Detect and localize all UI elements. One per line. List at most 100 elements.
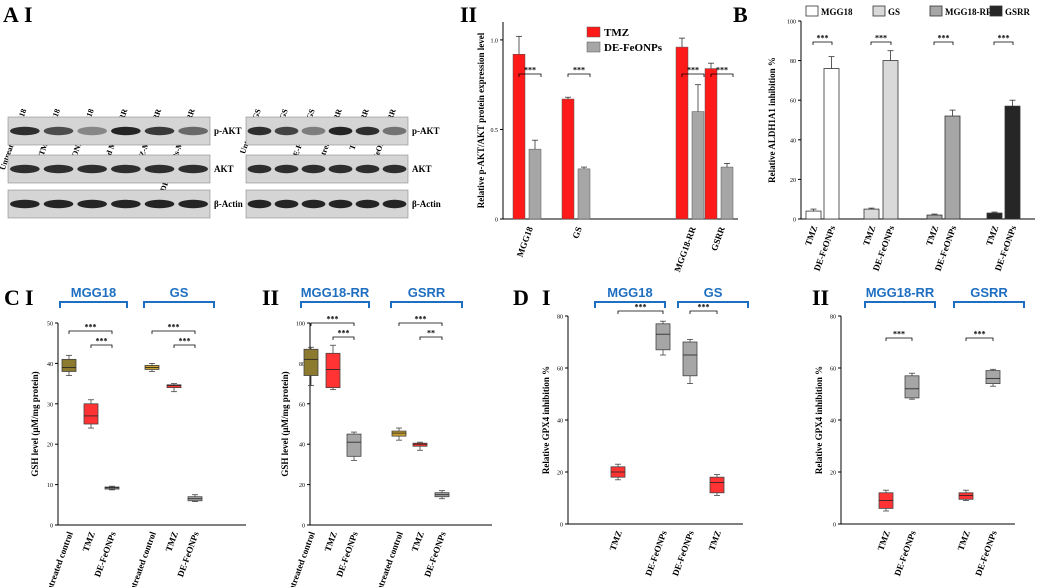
blot-band (247, 199, 272, 209)
bar (805, 210, 822, 220)
bar (926, 214, 943, 220)
significance-bracket (419, 336, 443, 340)
y-tick-label: 40 (790, 138, 796, 144)
x-tick-label: DE-FeONPs (334, 530, 360, 579)
bar (944, 115, 961, 220)
panel-numeral-a-i: I (24, 2, 33, 27)
y-tick-label: 0 (560, 523, 563, 529)
y-tick-label: 20 (557, 471, 563, 477)
blot-band (301, 126, 326, 136)
group-header: MGG18 (607, 285, 653, 300)
y-tick-label: 20 (830, 471, 836, 477)
legend-label: GS (888, 7, 900, 17)
significance-bracket (567, 73, 591, 77)
y-tick-label: 0 (495, 218, 498, 224)
legend-label: GSRR (1005, 7, 1031, 17)
significance-label: *** (875, 34, 887, 43)
legend-swatch (929, 5, 943, 17)
y-tick-label: 80 (790, 59, 796, 65)
blot-band (144, 164, 175, 174)
blot-band (301, 164, 326, 174)
x-tick-label: GSRR (709, 225, 727, 252)
x-tick-label: TMZ (409, 530, 425, 553)
y-tick-label: 0 (302, 524, 305, 530)
box (682, 341, 698, 377)
y-tick-label: 30 (47, 402, 53, 408)
legend-label: TMZ (604, 27, 629, 39)
x-tick-label: DE-FeONPs (892, 529, 918, 578)
legend-swatch (872, 5, 886, 17)
blot-band (355, 199, 380, 209)
panel-numeral-a-ii: II (460, 2, 477, 27)
box (709, 476, 725, 494)
significance-label: *** (524, 66, 536, 75)
y-tick-label: 80 (830, 315, 836, 321)
significance-bracket (812, 41, 833, 45)
blot-strip (245, 189, 409, 219)
box (346, 433, 362, 457)
legend-swatch (989, 5, 1003, 17)
y-tick-label: 60 (790, 99, 796, 105)
x-tick-label: Untreated control (372, 530, 405, 587)
blot-band (77, 199, 107, 209)
significance-bracket (310, 322, 355, 326)
significance-bracket (933, 41, 954, 45)
y-tick-label: 40 (299, 443, 305, 449)
y-tick-label: 0 (50, 524, 53, 530)
x-tick-label: TMZ (322, 530, 338, 553)
x-tick-label: MGG18-RR (672, 225, 698, 274)
x-tick-label: TMZ (80, 530, 96, 553)
significance-label: *** (687, 66, 699, 75)
blot-band (178, 199, 208, 209)
y-tick-label: 0 (793, 218, 796, 224)
significance-label: *** (635, 303, 647, 312)
y-tick-label: 0.5 (491, 128, 499, 134)
y-axis-label: Relative p-AKT/AKT protein expression le… (476, 32, 486, 208)
blot-row-label: β-Actin (214, 199, 243, 209)
blot-band (274, 199, 299, 209)
panel-numeral-c-i: I (25, 285, 34, 310)
x-tick-label: MGG18 (515, 225, 535, 258)
blot-band (328, 164, 353, 174)
legend-swatch (805, 5, 819, 17)
x-tick-label: DE-FeONPs (643, 529, 669, 578)
significance-bracket (617, 310, 664, 314)
y-tick-label: 20 (790, 178, 796, 184)
significance-bracket (398, 322, 443, 326)
blot-band (77, 164, 107, 174)
significance-bracket (965, 337, 994, 341)
y-tick-label: 80 (557, 315, 563, 321)
bar (512, 53, 526, 220)
blot-band (77, 126, 107, 136)
blot-strip (7, 154, 211, 184)
y-tick-label: 40 (830, 419, 836, 425)
blot-row-label: AKT (214, 164, 234, 174)
group-bracket (59, 301, 128, 308)
x-tick-label: TMZ (803, 224, 819, 247)
significance-label: *** (817, 34, 829, 43)
blot-row-label: p-AKT (214, 126, 242, 136)
significance-label: *** (698, 303, 710, 312)
x-tick-label: TMZ (163, 530, 179, 553)
x-tick-label: GS (570, 225, 584, 240)
group-header: GSRR (408, 285, 446, 300)
y-tick-label: 60 (299, 402, 305, 408)
significance-label: *** (573, 66, 585, 75)
y-tick-label: 20 (299, 483, 305, 489)
x-tick-label: TMZ (607, 529, 623, 552)
significance-bracket (689, 310, 718, 314)
box (904, 375, 920, 399)
bar (1004, 105, 1021, 220)
chart-p-akt-expression: 0 0.5 1.0 Relative p-AKT/AKT protein expres… (476, 22, 738, 273)
bar (986, 212, 1003, 220)
group-header: GS (704, 285, 723, 300)
blot-band (247, 126, 272, 136)
panel-numeral-d-i: I (542, 285, 551, 310)
bar (561, 98, 575, 220)
blot-row-label: p-AKT (412, 126, 440, 136)
blot-band (111, 126, 141, 136)
y-tick-label: 1.0 (491, 38, 499, 44)
